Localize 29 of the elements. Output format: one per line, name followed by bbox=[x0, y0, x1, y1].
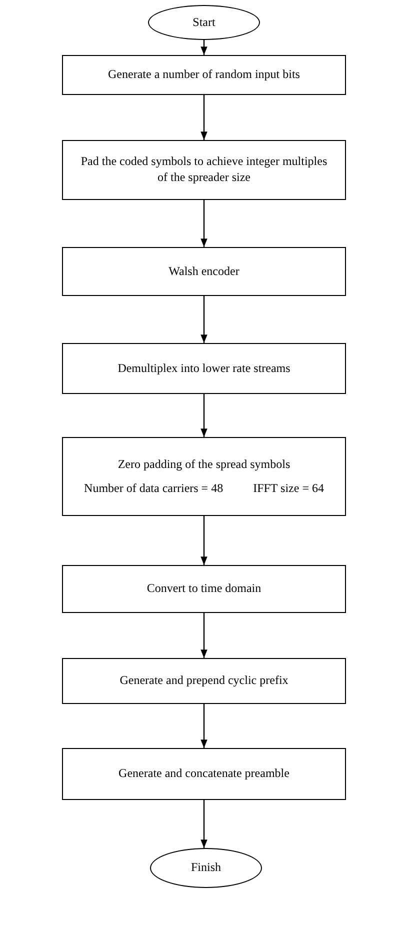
step-text: Start bbox=[192, 14, 216, 30]
process-box bbox=[62, 748, 346, 800]
process-box bbox=[62, 343, 346, 394]
arrow bbox=[200, 40, 208, 55]
process-box bbox=[62, 140, 346, 200]
step-text: Zero padding of the spread symbols bbox=[118, 456, 290, 472]
process-box bbox=[62, 247, 346, 296]
arrow bbox=[200, 516, 208, 565]
arrow bbox=[200, 613, 208, 658]
step-text: Pad the coded symbols to achieve integer multiples of the spreader size bbox=[80, 154, 328, 186]
arrow bbox=[200, 800, 208, 848]
arrow bbox=[200, 296, 208, 343]
step-text: Generate and concatenate preamble bbox=[118, 766, 290, 782]
arrow bbox=[200, 95, 208, 140]
process-box bbox=[62, 55, 346, 95]
arrow bbox=[200, 200, 208, 247]
step-text: Demultiplex into lower rate streams bbox=[118, 360, 290, 376]
step-text: Walsh encoder bbox=[168, 264, 240, 280]
arrow bbox=[200, 394, 208, 437]
parameter-text: Number of data carriers = 48 bbox=[84, 480, 224, 496]
parameter-text: IFFT size = 64 bbox=[253, 480, 324, 496]
process-box bbox=[62, 437, 346, 516]
step-text: Finish bbox=[190, 860, 221, 876]
process-box bbox=[62, 658, 346, 704]
step-text: Generate a number of random input bits bbox=[108, 67, 300, 83]
process-box bbox=[62, 565, 346, 613]
step-text: Generate and prepend cyclic prefix bbox=[120, 673, 288, 689]
step-text: Convert to time domain bbox=[146, 581, 262, 597]
arrow bbox=[200, 704, 208, 748]
